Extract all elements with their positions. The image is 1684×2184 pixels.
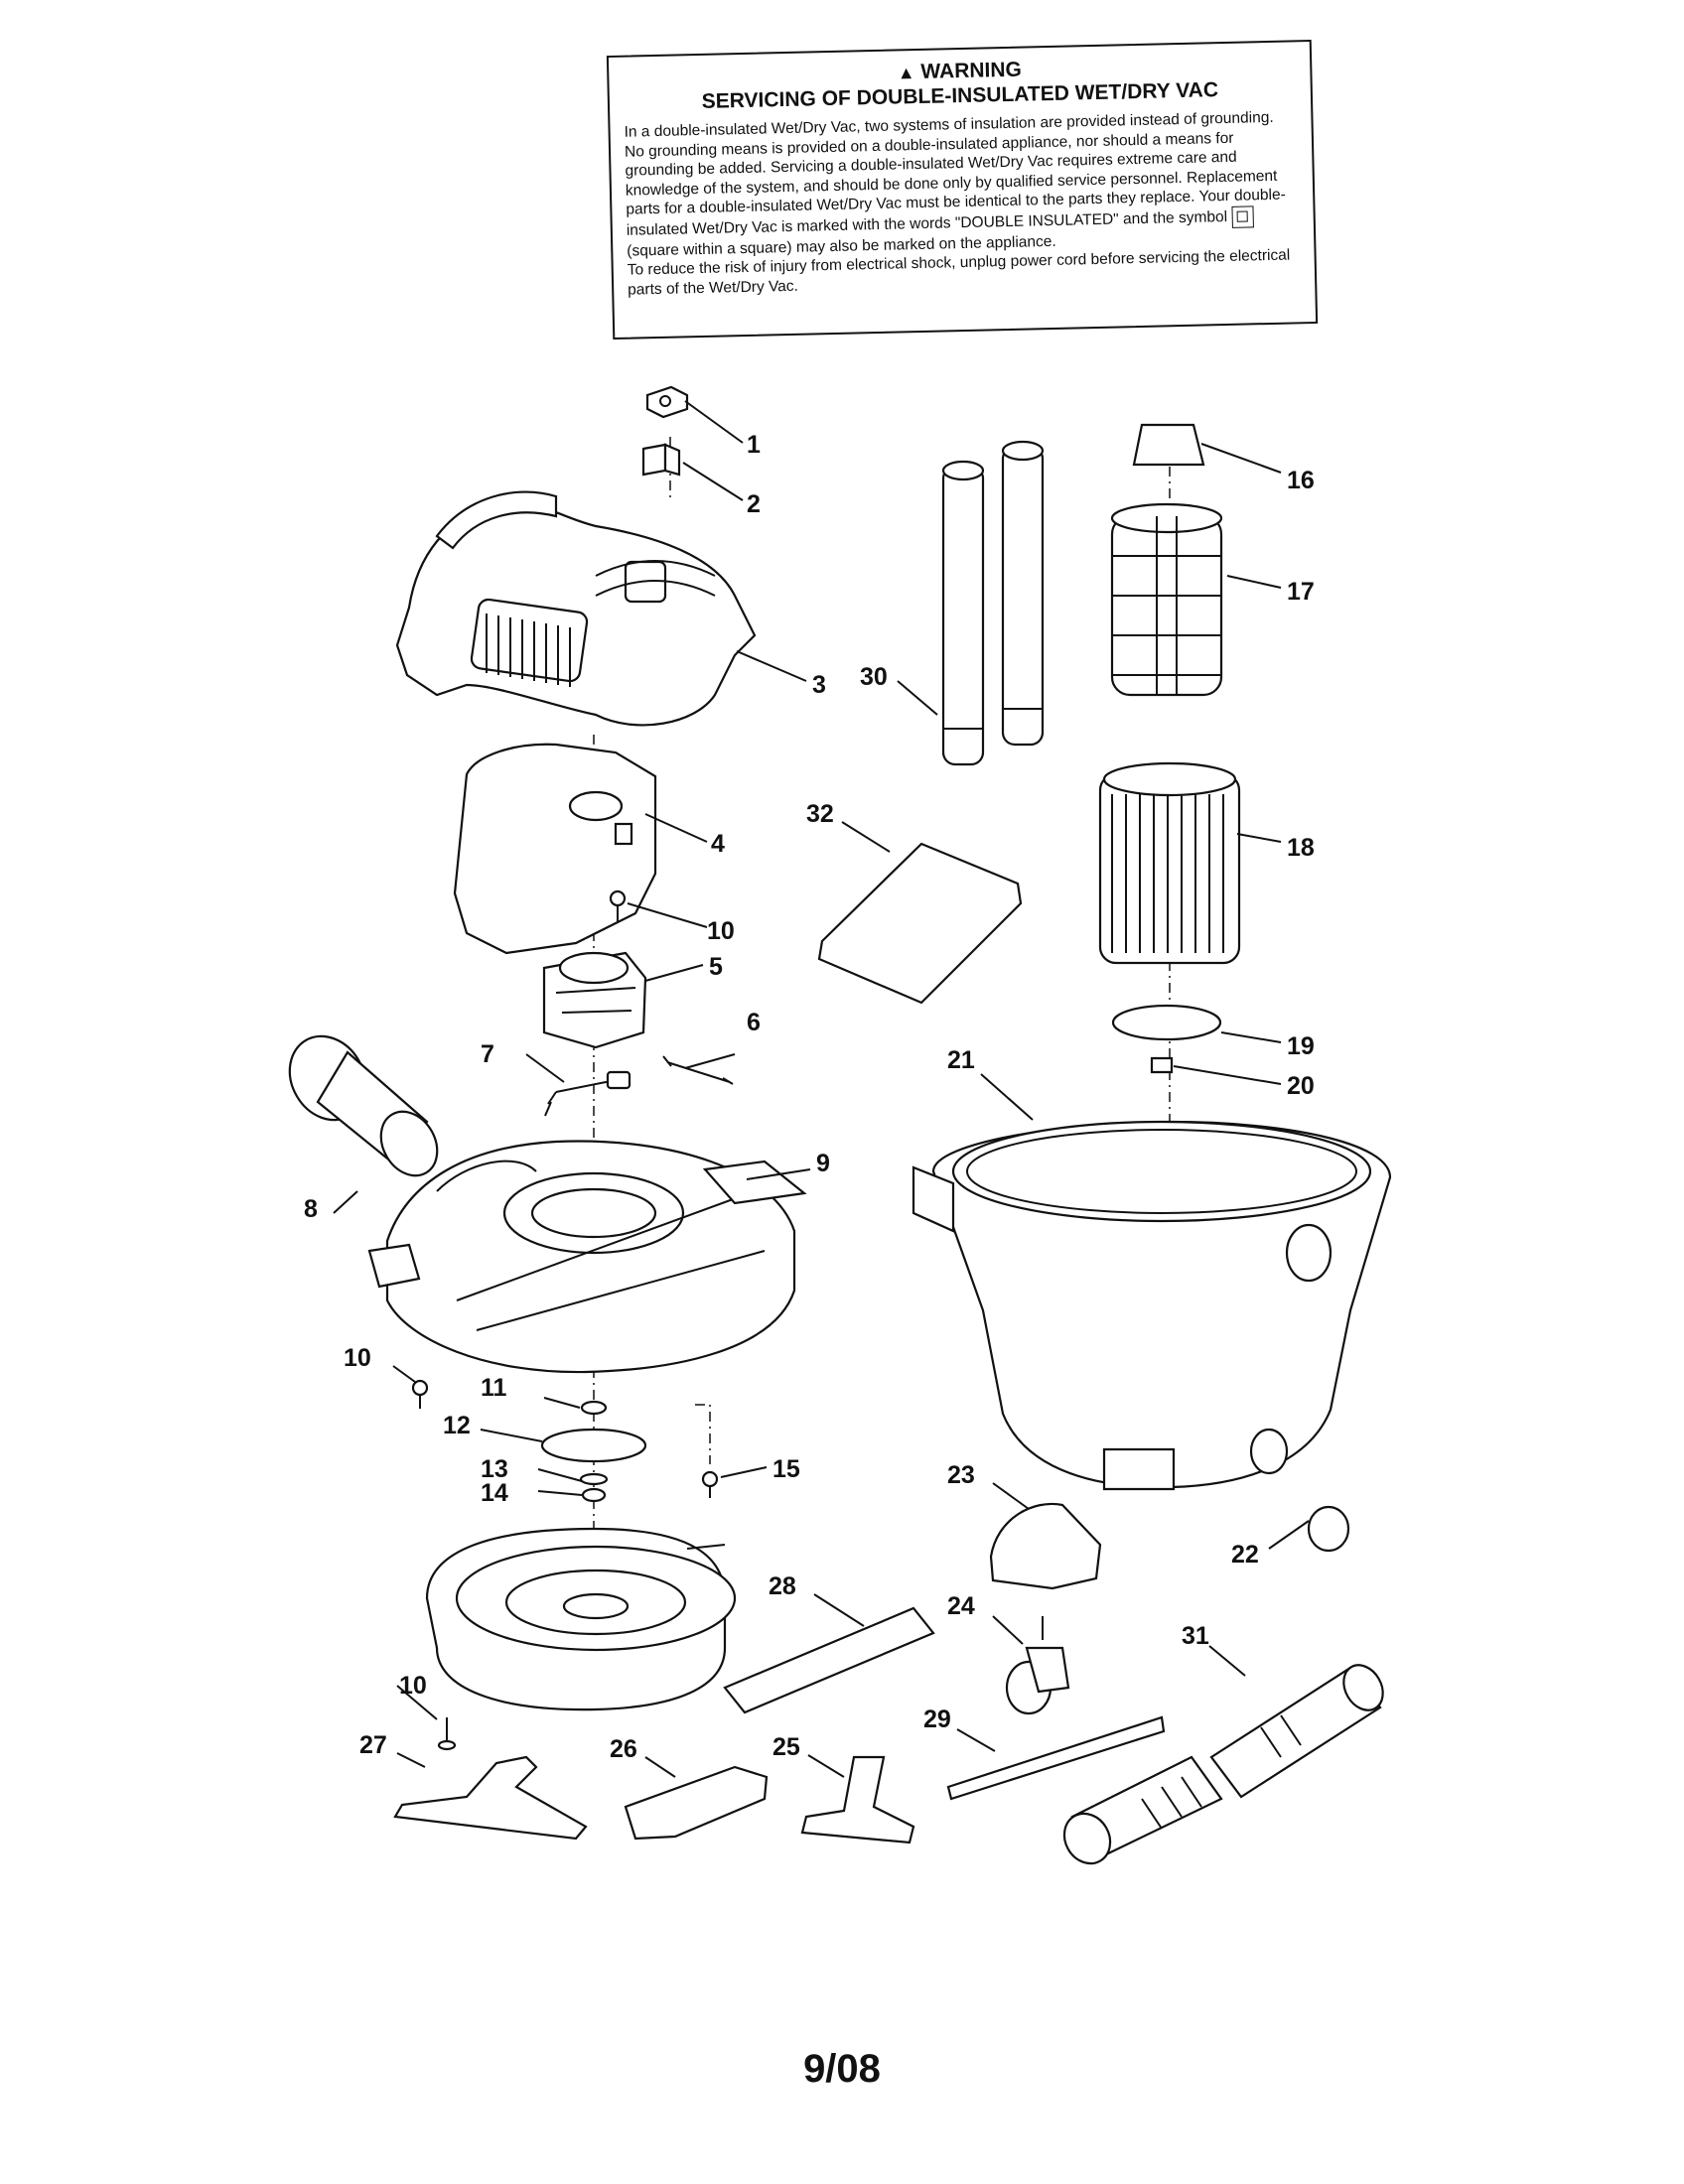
part-6-wire-illustration	[662, 1055, 734, 1085]
part-10-screw-illustration-3	[437, 1717, 457, 1751]
part-number-label: 14	[481, 1479, 508, 1507]
part-10-screw-illustration	[609, 889, 627, 921]
part-number-label: 27	[359, 1731, 387, 1759]
part-1-terminal-illustration	[645, 385, 689, 419]
double-insulated-symbol-icon	[1231, 205, 1254, 228]
part-number-label: 30	[860, 663, 888, 691]
part-25-caster-illustration	[1005, 1616, 1070, 1715]
part-18-filter-cage-illustration	[1110, 502, 1223, 697]
warning-box: ▲ WARNING SERVICING OF DOUBLE-INSULATED …	[606, 39, 1319, 341]
warning-triangle-icon: ▲	[897, 63, 915, 83]
part-22-drum-illustration	[912, 1120, 1392, 1491]
part-number-label: 23	[947, 1461, 975, 1489]
part-12-impeller-illustration	[540, 1428, 647, 1463]
part-20-filter-disc-illustration	[1111, 1004, 1222, 1041]
part-number-label: 6	[747, 1009, 761, 1036]
part-27-crevice-tool-illustration	[624, 1765, 769, 1841]
part-30-strip-illustration	[946, 1715, 1166, 1801]
part-16-base-plate-illustration	[425, 1527, 737, 1711]
part-11-nut-illustration	[580, 1400, 608, 1416]
part-17-float-cone-illustration	[1132, 423, 1205, 467]
part-number-label: 21	[947, 1046, 975, 1074]
part-2-switch-illustration	[641, 443, 681, 477]
part-number-label: 2	[747, 490, 761, 518]
part-number-label: 13	[481, 1455, 508, 1483]
part-number-label: 4	[711, 830, 725, 858]
part-number-label: 3	[812, 671, 826, 699]
part-number-label: 5	[709, 953, 723, 981]
part-31-extension-wands-illustration	[941, 440, 1045, 766]
part-26-utility-nozzle-illustration	[800, 1755, 915, 1844]
part-number-label: 19	[1287, 1032, 1315, 1060]
part-number-label: 9	[816, 1150, 830, 1177]
part-33-filter-bag-illustration	[817, 842, 1023, 1005]
part-9-lid-illustration	[367, 1140, 807, 1374]
part-number-label: 15	[772, 1455, 800, 1483]
part-32-hose-illustration	[1062, 1664, 1384, 1865]
part-23-drain-cap-illustration	[1307, 1505, 1350, 1553]
part-number-label: 7	[481, 1040, 494, 1068]
part-number-label: 10	[399, 1672, 427, 1700]
part-number-label: 11	[481, 1374, 507, 1402]
part-number-label: 1	[747, 431, 761, 459]
part-number-label: 8	[304, 1195, 318, 1223]
page-date-footer: 9/08	[803, 2047, 881, 2091]
part-5-motor-illustration	[542, 951, 647, 1049]
part-number-label: 32	[806, 800, 834, 828]
screw-axis-15	[695, 1404, 711, 1464]
part-number-label: 16	[1287, 467, 1315, 494]
part-number-label: 24	[947, 1592, 975, 1620]
part-number-label: 12	[443, 1412, 471, 1439]
part-28-floor-nozzle-illustration	[393, 1755, 588, 1841]
part-10-screw-illustration-2	[411, 1379, 429, 1409]
part-number-label: 18	[1287, 834, 1315, 862]
part-7-cord-illustration	[544, 1070, 632, 1117]
part-29-extension-tool-illustration	[723, 1606, 935, 1714]
part-13-washer-illustration	[579, 1472, 609, 1486]
part-14-nut-illustration	[581, 1487, 607, 1503]
part-number-label: 10	[707, 917, 735, 945]
part-24-caster-foot-illustration	[989, 1502, 1102, 1590]
part-number-label: 31	[1182, 1622, 1209, 1650]
part-number-label: 25	[772, 1733, 800, 1761]
warning-heading-text: WARNING	[920, 58, 1023, 83]
warning-body: In a double-insulated Wet/Dry Vac, two s…	[624, 107, 1301, 299]
part-number-label: 17	[1287, 578, 1315, 606]
part-number-label: 10	[344, 1344, 371, 1372]
part-number-label: 28	[769, 1572, 796, 1600]
part-8-inlet-adapter-illustration	[288, 1034, 439, 1177]
part-19-cartridge-filter-illustration	[1098, 761, 1241, 965]
part-number-label: 20	[1287, 1072, 1315, 1100]
warning-paragraph-1: In a double-insulated Wet/Dry Vac, two s…	[624, 108, 1286, 239]
part-number-label: 26	[610, 1735, 637, 1763]
part-21-filter-nut-illustration	[1150, 1056, 1174, 1074]
part-number-label: 29	[923, 1706, 951, 1733]
leader-lines	[333, 400, 1310, 1778]
part-15-screw-illustration	[701, 1470, 719, 1498]
part-4-baffle-illustration	[453, 743, 657, 955]
part-3-motor-cover-illustration	[395, 490, 757, 727]
part-number-label: 22	[1231, 1541, 1259, 1569]
